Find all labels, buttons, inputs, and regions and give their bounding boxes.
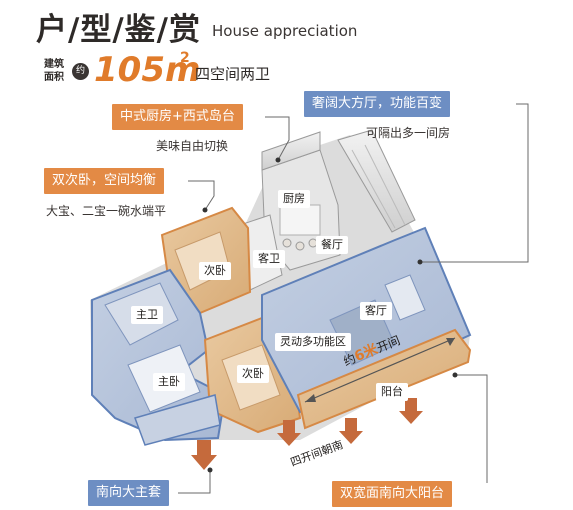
- room-label-flex-area: 灵动多功能区: [275, 333, 351, 351]
- bedroom-leader: [188, 180, 215, 211]
- room-label-guest-bath: 客卫: [253, 250, 285, 268]
- page-title: 户/型/鉴/赏: [36, 12, 201, 48]
- layout-description: 四空间两卫: [195, 65, 271, 83]
- callout-kitchen: 中式厨房+西式岛台: [112, 104, 243, 130]
- kitchen-leader: [265, 116, 290, 161]
- room-label-master-bed: 主卧: [153, 373, 185, 391]
- master-leader: [178, 470, 211, 494]
- width-arrow-line: [304, 337, 456, 403]
- room-label-master-bath: 主卫: [131, 306, 163, 324]
- room-label-second-bedroom-top: 次卧: [199, 262, 231, 280]
- south-arrow-2: [277, 420, 301, 446]
- callout-balcony: 双宽面南向大阳台: [332, 481, 453, 507]
- room-label-dining: 餐厅: [316, 236, 348, 254]
- area-label-line2: 面积: [44, 72, 64, 83]
- kitchen-island: [279, 204, 321, 236]
- balcony-leader: [455, 374, 488, 483]
- callout-bedrooms: 双次卧，空间均衡: [44, 168, 165, 194]
- balcony-floor: [296, 328, 472, 430]
- room-label-balcony: 阳台: [376, 383, 408, 401]
- note-kitchen: 美味自由切换: [156, 139, 229, 153]
- room-label-kitchen: 厨房: [278, 190, 310, 208]
- width-arrow-head-right: [446, 338, 455, 346]
- living-table: [384, 274, 426, 321]
- page-subtitle: House appreciation: [212, 22, 358, 40]
- master-balcony: [134, 394, 221, 446]
- note-bedrooms: 大宝、二宝一碗水端平: [46, 204, 167, 218]
- room-label-second-bedroom-bottom: 次卧: [237, 365, 269, 383]
- living-leader: [420, 103, 529, 263]
- area-superscript: 2: [180, 50, 190, 66]
- about-badge: 约: [72, 63, 89, 80]
- south-arrow-4: [399, 398, 423, 424]
- room-label-living: 客厅: [360, 302, 392, 320]
- callout-living: 奢阔大方厅，功能百变: [304, 91, 451, 117]
- note-living: 可隔出多一间房: [366, 126, 451, 140]
- area-value: 105m: [94, 50, 201, 90]
- area-label-line1: 建筑: [44, 59, 64, 70]
- callout-master: 南向大主套: [88, 480, 170, 506]
- south-arrow-3: [339, 418, 363, 444]
- width-arrow-head-left: [305, 394, 316, 402]
- south-arrow-1: [191, 440, 217, 470]
